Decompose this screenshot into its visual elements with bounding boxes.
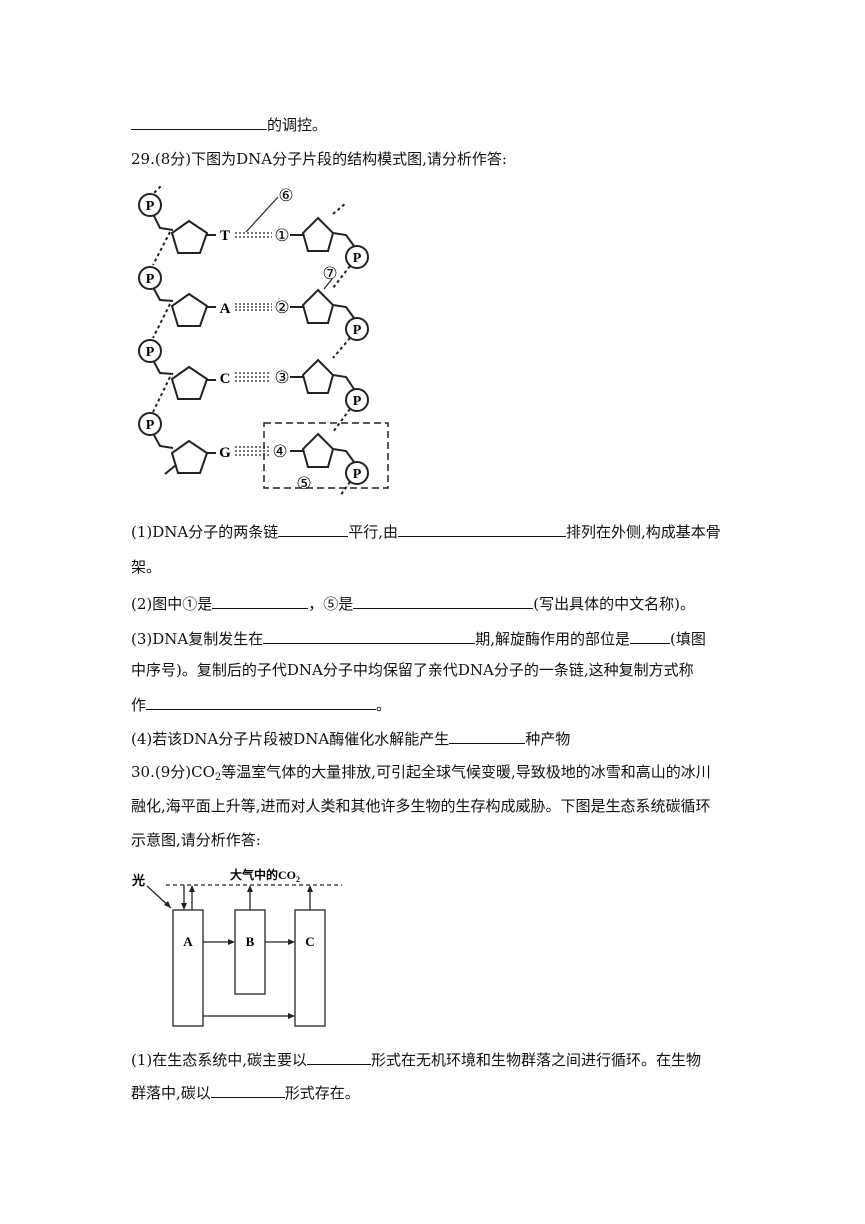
answer-blank[interactable] bbox=[212, 592, 309, 609]
answer-blank[interactable] bbox=[263, 627, 476, 644]
atmosphere-co2-label: 大气中的CO2 bbox=[230, 867, 300, 884]
answer-blank[interactable] bbox=[278, 520, 349, 537]
label-2: ② bbox=[274, 298, 289, 317]
phosphate-label: P bbox=[353, 467, 362, 482]
q30-part1: (1)在生态系统中,碳主要以形式在无机环境和生物群落之间进行循环。在生物 bbox=[131, 1048, 701, 1070]
phosphate-group-left: P P P P bbox=[138, 193, 162, 436]
q29-part2: (2)图中①是，⑤是(写出具体的中文名称)。 bbox=[131, 592, 695, 614]
phosphate-label: P bbox=[146, 418, 155, 433]
phosphate-label: P bbox=[146, 272, 155, 287]
dna-structure-diagram: P P P P P P P P T A C G ① ② ③ ④ ⑥ ⑦ ⑤ bbox=[138, 184, 389, 497]
phosphate-label: P bbox=[353, 394, 362, 409]
box-a-label: A bbox=[183, 934, 193, 949]
phosphate-group-right: P P P P bbox=[345, 245, 369, 485]
answer-blank[interactable] bbox=[449, 727, 526, 744]
label-5: ⑤ bbox=[296, 474, 311, 493]
answer-blank[interactable] bbox=[307, 1048, 372, 1065]
phosphate-label: P bbox=[146, 199, 155, 214]
base-t-label: T bbox=[220, 228, 230, 244]
answer-blank[interactable] bbox=[131, 113, 267, 130]
q30-text: 融化,海平面上升等,进而对人类和其他许多生物的生存构成威胁。下图是生态系统碳循环 bbox=[131, 797, 711, 815]
q29-part1-cont: 架。 bbox=[131, 558, 162, 576]
label-1: ① bbox=[274, 226, 289, 245]
q30-text: 示意图,请分析作答: bbox=[131, 831, 261, 849]
q29-part1: (1)DNA分子的两条链平行,由排列在外侧,构成基本骨 bbox=[131, 520, 721, 542]
q29-part4: (4)若该DNA分子片段被DNA酶催化水解能产生种产物 bbox=[131, 727, 570, 749]
q29-part3-cont2: 作。 bbox=[131, 693, 391, 715]
box-b-label: B bbox=[246, 934, 255, 949]
phosphate-label: P bbox=[353, 251, 362, 266]
label-7: ⑦ bbox=[322, 264, 337, 283]
base-g-label: G bbox=[219, 445, 231, 461]
phosphate-label: P bbox=[146, 345, 155, 360]
phosphate-label: P bbox=[353, 323, 362, 338]
answer-blank[interactable] bbox=[398, 520, 567, 537]
answer-blank[interactable] bbox=[630, 627, 671, 644]
base-c-label: C bbox=[220, 371, 231, 387]
light-label: 光 bbox=[131, 873, 145, 888]
answer-blank[interactable] bbox=[210, 1081, 285, 1098]
q29-part3: (3)DNA复制发生在期,解旋酶作用的部位是(填图 bbox=[131, 627, 706, 649]
label-6: ⑥ bbox=[278, 186, 293, 205]
base-a-label: A bbox=[220, 301, 231, 317]
carbon-cycle-diagram: 光 大气中的CO2 A B C bbox=[131, 867, 342, 1027]
label-3: ③ bbox=[274, 368, 289, 387]
answer-blank[interactable] bbox=[146, 693, 377, 710]
q29-title: 29.(8分)下图为DNA分子片段的结构模式图,请分析作答: bbox=[131, 150, 507, 168]
q29-part3-cont: 中序号)。复制后的子代DNA分子中均保留了亲代DNA分子的一条链,这种复制方式称 bbox=[131, 661, 694, 679]
q30-part1-cont: 群落中,碳以形式存在。 bbox=[131, 1081, 360, 1103]
q30-title: 30.(9分)CO2等温室气体的大量排放,可引起全球气候变暖,导致极地的冰雪和高… bbox=[131, 763, 711, 783]
answer-blank[interactable] bbox=[353, 592, 534, 609]
box-c-label: C bbox=[305, 934, 314, 949]
label-4: ④ bbox=[272, 442, 287, 461]
answer-line-continuation: 的调控。 bbox=[131, 113, 327, 135]
